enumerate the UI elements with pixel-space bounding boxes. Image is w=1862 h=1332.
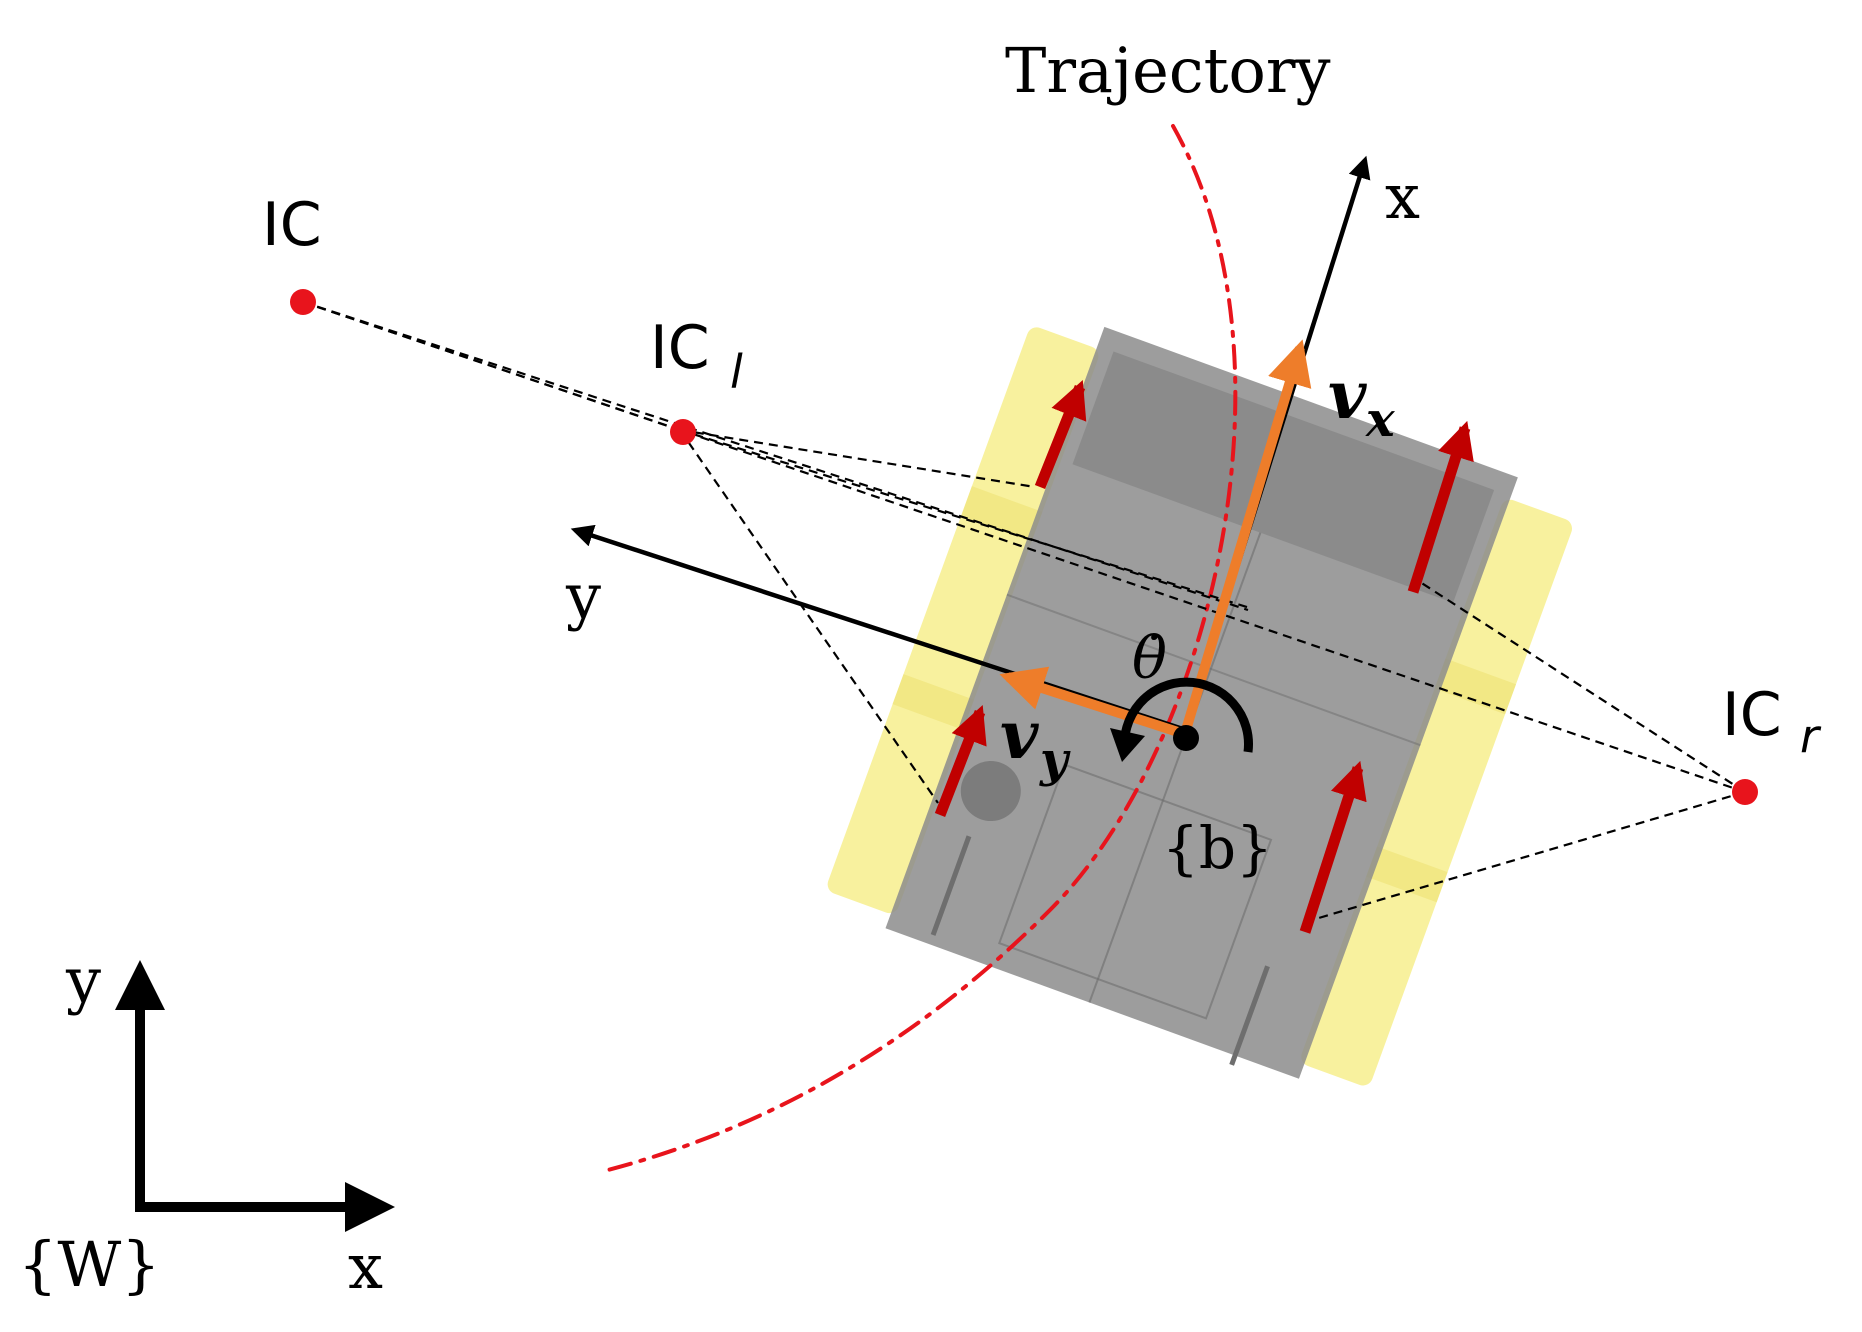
world-y-label: y (65, 944, 101, 1017)
robot-knob (960, 761, 1021, 822)
trajectory-label: Trajectory (1005, 34, 1331, 107)
body-y-label: y (565, 560, 601, 633)
ic-label: IC (262, 190, 322, 260)
world-x-label: x (348, 1230, 383, 1303)
body-x-label: x (1385, 160, 1420, 233)
ic-right-point (1732, 779, 1758, 805)
right-track (1301, 499, 1573, 1086)
theta-dot-label: θ̇ (1132, 624, 1167, 692)
theta-dot-arrowhead (1110, 728, 1145, 762)
wheel-arrow-rear-right (1299, 760, 1367, 934)
right-track-segment (1366, 846, 1448, 903)
vy-arrow (999, 666, 1180, 737)
left-track (827, 327, 1099, 914)
wheel-arrow-rear-left (934, 705, 987, 817)
robot-panel-divider (1006, 593, 1421, 747)
wheel-arrow-front-left (1034, 380, 1087, 490)
robot-antenna (1229, 965, 1270, 1066)
theta-dot-arc (1120, 677, 1253, 753)
world-frame-label: {W} (18, 1228, 161, 1301)
robot-antenna (930, 835, 972, 936)
left-track-segment (960, 486, 1043, 542)
robot-panel-divider (1088, 532, 1262, 1003)
robot-top-panel (1072, 351, 1495, 603)
construction-lines (302, 300, 1746, 922)
vx-arrow (1181, 339, 1312, 732)
wheel-arrow-front-right (1407, 420, 1474, 594)
body-frame-label: {b} (1162, 814, 1273, 882)
ic-left-point (670, 419, 696, 445)
robot (827, 326, 1573, 1086)
vy-label: vy (1000, 696, 1071, 788)
right-track-segment (1434, 658, 1516, 715)
body-origin (1173, 725, 1199, 751)
wheel-velocity-arrows (934, 380, 1474, 934)
robot-bottom-panel (998, 763, 1273, 1020)
vx-label: vx (1328, 356, 1396, 448)
trajectory-curve (606, 124, 1238, 1172)
ic-point (290, 289, 316, 315)
